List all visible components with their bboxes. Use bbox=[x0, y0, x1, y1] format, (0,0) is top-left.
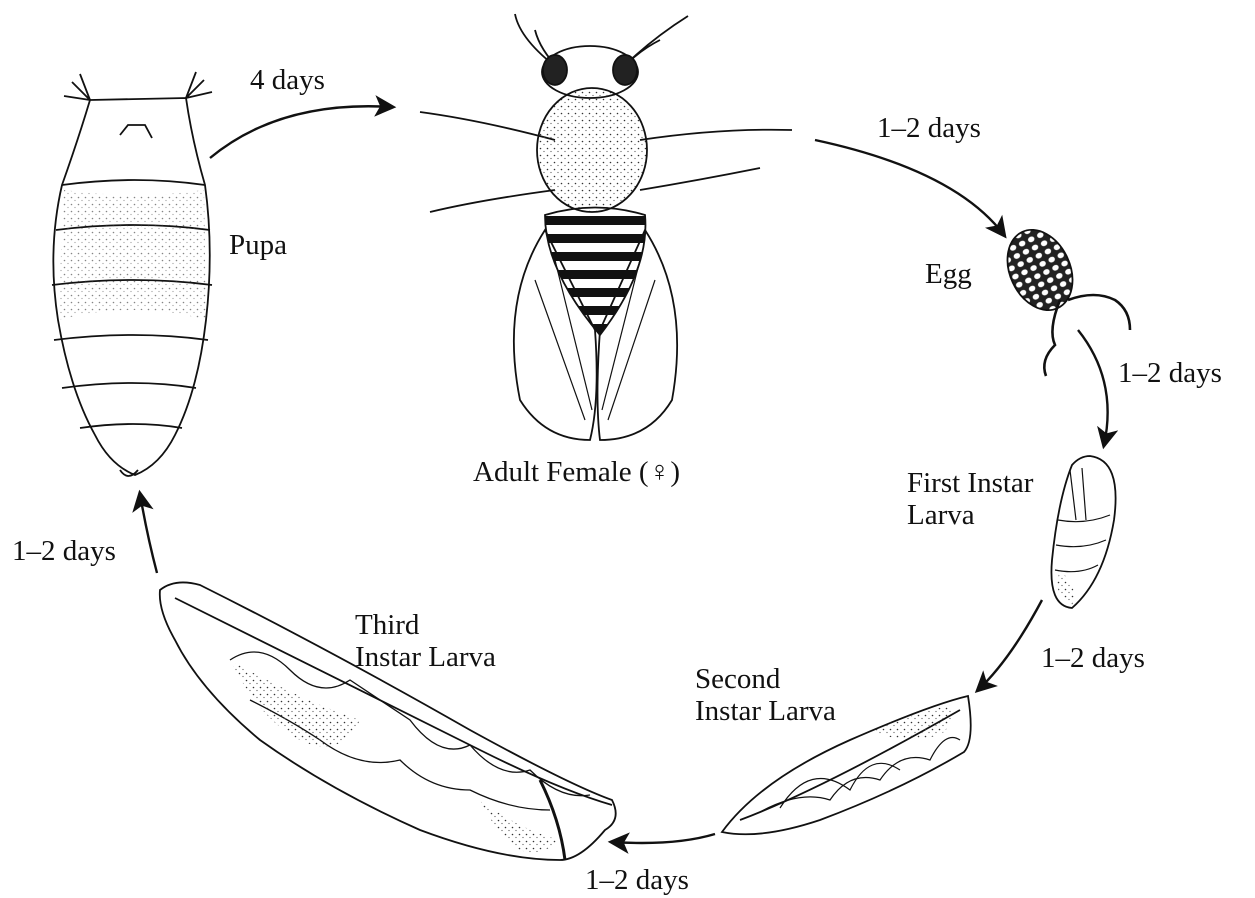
stage-first-instar-line-1: First Instar bbox=[907, 467, 1033, 499]
arrow-adult-to-egg bbox=[815, 140, 1004, 235]
stage-third-instar-line-2: Instar Larva bbox=[355, 641, 496, 673]
stage-pupa-label: Pupa bbox=[229, 229, 287, 261]
stage-third-instar-line-1: Third bbox=[355, 609, 496, 641]
duration-adult-to-egg: 1–2 days bbox=[877, 112, 981, 144]
stage-second-instar-label: Second Instar Larva bbox=[695, 663, 836, 727]
stage-second-instar-line-2: Instar Larva bbox=[695, 695, 836, 727]
duration-third-to-pupa: 1–2 days bbox=[12, 535, 116, 567]
arrow-egg-to-first bbox=[1078, 330, 1108, 445]
stage-adult-label: Adult Female (♀) bbox=[473, 456, 680, 488]
arrow-second-to-third bbox=[612, 834, 715, 843]
stage-second-instar-line-1: Second bbox=[695, 663, 836, 695]
adult-fly-illustration bbox=[420, 14, 792, 440]
first-instar-larva-illustration bbox=[1051, 456, 1115, 608]
duration-first-to-second: 1–2 days bbox=[1041, 642, 1145, 674]
stage-third-instar-label: Third Instar Larva bbox=[355, 609, 496, 673]
arrow-third-to-pupa bbox=[140, 494, 157, 573]
arrow-first-to-second bbox=[978, 600, 1042, 690]
stage-first-instar-label: First Instar Larva bbox=[907, 467, 1033, 531]
duration-pupa-to-adult: 4 days bbox=[250, 64, 325, 96]
arrow-pupa-to-adult bbox=[210, 106, 392, 158]
pupa-illustration bbox=[52, 72, 212, 476]
duration-egg-to-first: 1–2 days bbox=[1118, 357, 1222, 389]
stage-first-instar-line-2: Larva bbox=[907, 499, 1033, 531]
stage-egg-label: Egg bbox=[925, 258, 972, 290]
duration-second-to-third: 1–2 days bbox=[585, 864, 689, 896]
egg-illustration bbox=[995, 219, 1130, 376]
